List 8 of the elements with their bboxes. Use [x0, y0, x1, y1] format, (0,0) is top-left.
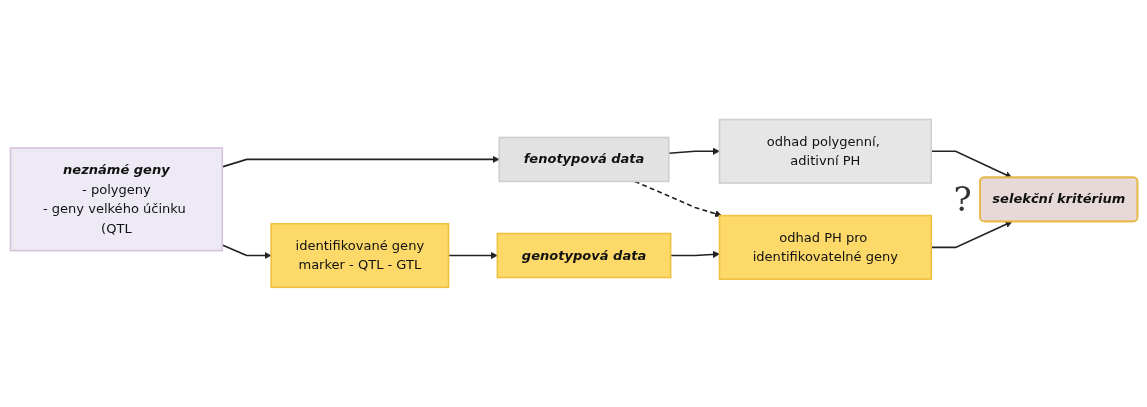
question-mark: ? [953, 179, 972, 220]
node-box: odhad polygenní, aditivní PH [718, 118, 932, 184]
node-box: neznámé geny - polygeny - geny velkého účinku (QTL [9, 147, 223, 252]
node-box: odhad PH pro identifikovatelné geny [718, 214, 932, 281]
node-box: fenotypová data [497, 136, 670, 183]
node-box: identifikované geny marker - QTL - GTL [269, 223, 449, 289]
arrow [633, 180, 722, 218]
node-box: genotypová data [496, 232, 671, 279]
